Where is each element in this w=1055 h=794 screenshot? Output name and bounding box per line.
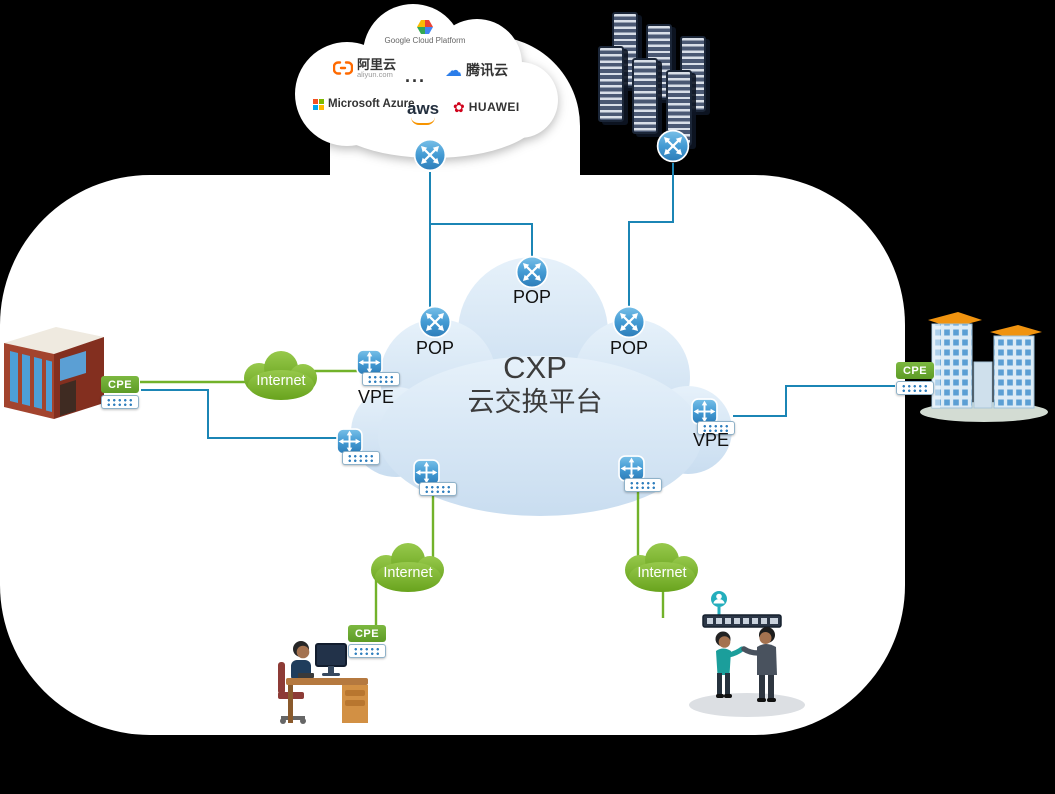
cpe-device-panel — [101, 395, 139, 409]
microsoft-icon — [313, 98, 324, 110]
cpe-right: CPE — [893, 362, 937, 395]
alibaba-cloud-label: 阿里云 — [357, 57, 397, 72]
internet-cloud-left: Internet — [233, 348, 329, 402]
edge-device-panel — [697, 421, 735, 435]
microsoft-azure-label: Microsoft Azure — [328, 98, 415, 110]
vpe-node-left-icon — [354, 349, 400, 386]
cpe-device-panel — [348, 644, 386, 658]
internet-label: Internet — [383, 565, 433, 581]
edge-node-bottom-left-icon — [411, 459, 457, 496]
vpe-node-right-icon — [689, 398, 735, 435]
tencent-cloud-label: 腾讯云 — [466, 62, 508, 78]
public-cloud-providers: Google Cloud Platform 阿里云 aliyun.com ...… — [285, 2, 565, 172]
ellipsis: ... — [405, 66, 427, 86]
huawei-label: HUAWEI — [468, 100, 520, 114]
edge-node-bottom-right-icon — [616, 455, 662, 492]
pop-node-top-icon — [515, 255, 549, 289]
alibaba-domain-label: aliyun.com — [357, 70, 393, 79]
city-buildings — [920, 312, 1048, 422]
vpe-right-label: VPE — [692, 430, 730, 450]
aws-smile-icon — [411, 117, 436, 125]
google-cloud-icon — [417, 20, 433, 34]
pop-node-left-icon — [418, 305, 452, 339]
alibaba-cloud-logo: 阿里云 aliyun.com — [333, 58, 396, 79]
huawei-flower-icon: ✿ — [453, 99, 465, 115]
white-cloud-shape — [295, 4, 558, 158]
internet-cloud-bottom-right: Internet — [614, 540, 710, 594]
cxp-title-line2: 云交换平台 — [467, 386, 603, 417]
pop-right-label: POP — [609, 338, 648, 358]
cpe-left-label: CPE — [101, 376, 139, 393]
edge-device-panel — [362, 372, 400, 386]
aws-label: aws — [407, 99, 440, 118]
microsoft-azure-logo: Microsoft Azure — [313, 98, 414, 110]
internet-label: Internet — [256, 373, 306, 389]
tencent-cloud-icon: ☁ — [445, 60, 462, 80]
public-cloud-router-icon — [413, 138, 447, 172]
edge-device-panel — [624, 478, 662, 492]
huawei-logo: ✿ HUAWEI — [453, 100, 520, 114]
aws-logo: aws — [407, 100, 439, 125]
pop-left-label: POP — [415, 338, 454, 358]
edge-device-panel — [342, 451, 380, 465]
internet-label: Internet — [637, 565, 687, 581]
cpe-desk-label: CPE — [348, 625, 386, 642]
cpe-left: CPE — [98, 376, 142, 409]
cpe-device-panel — [896, 381, 934, 395]
edge-device-panel — [419, 482, 457, 496]
pop-node-right-icon — [612, 305, 646, 339]
google-cloud-logo: Google Cloud Platform — [285, 20, 565, 45]
google-cloud-label: Google Cloud Platform — [384, 36, 466, 45]
cxp-title: CXP 云交换平台 — [430, 350, 640, 418]
tencent-cloud-logo: ☁ 腾讯云 — [445, 60, 508, 80]
alibaba-cloud-icon — [333, 61, 353, 75]
cpe-right-label: CPE — [896, 362, 934, 379]
cpe-desk: CPE — [345, 625, 389, 658]
datacenter-router-icon — [656, 129, 690, 163]
vpe-left-label: VPE — [357, 387, 395, 407]
server-rack — [598, 46, 624, 122]
internet-cloud-bottom-left: Internet — [360, 540, 456, 594]
cxp-title-line1: CXP — [503, 350, 567, 385]
server-rack — [632, 58, 658, 134]
vpe-node-lower-left-icon — [334, 428, 380, 465]
pop-top-label: POP — [512, 287, 551, 307]
